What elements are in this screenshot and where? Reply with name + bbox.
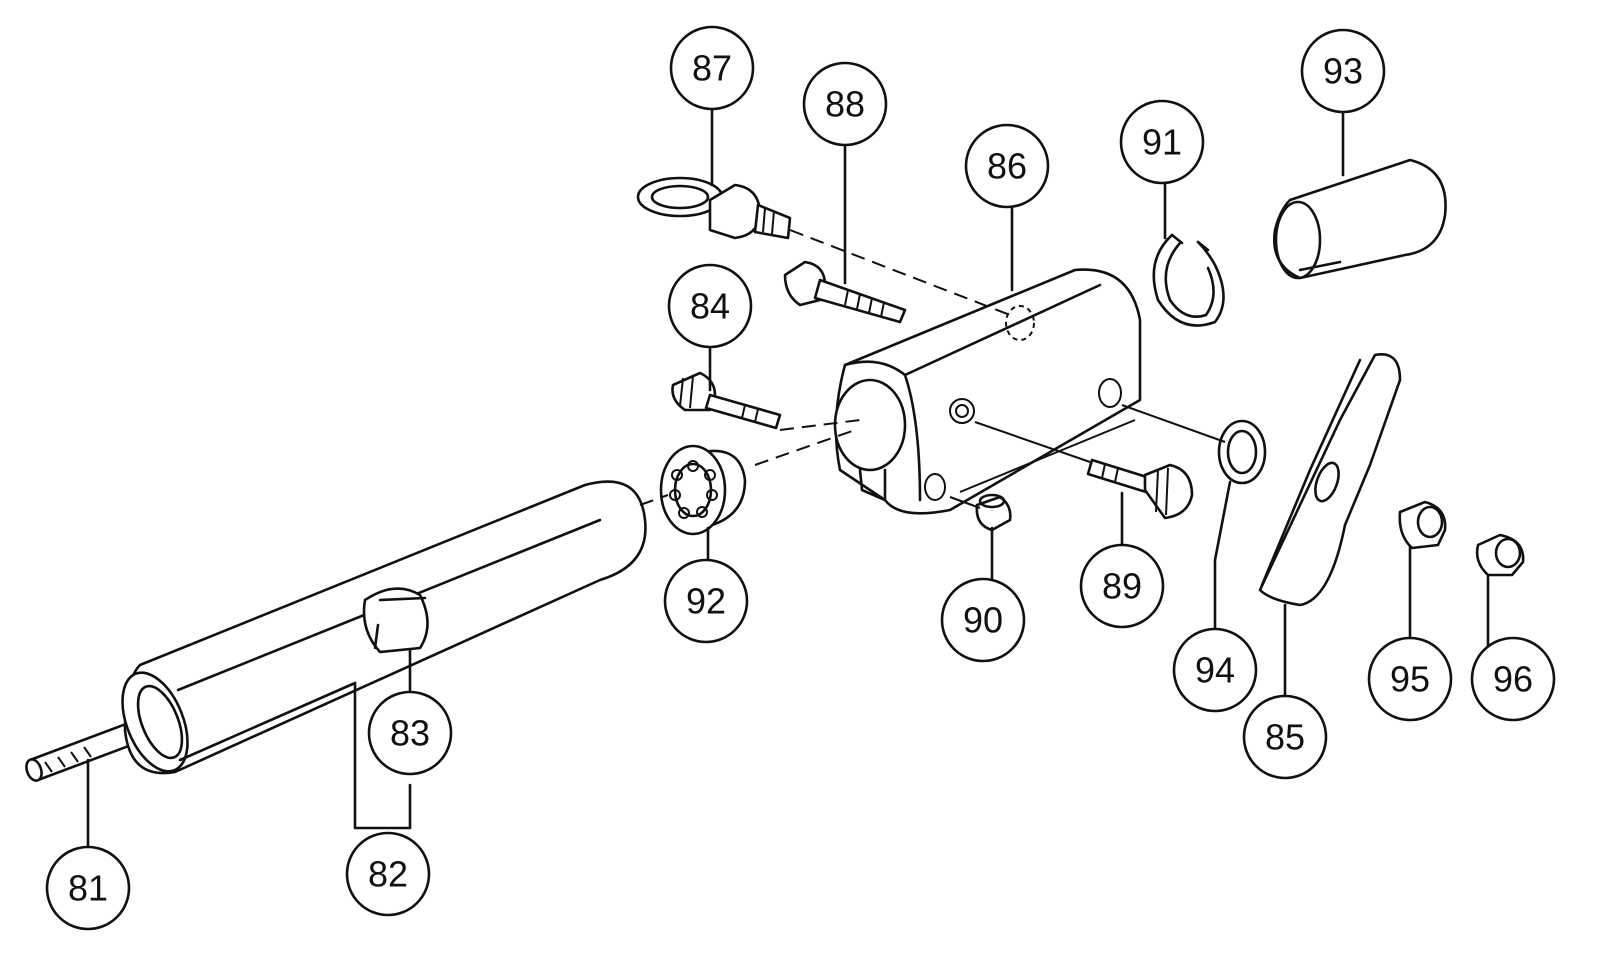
callout-83-label: 83 [390, 713, 430, 754]
callout-86: 86 [964, 123, 1050, 209]
callout-96: 96 [1470, 636, 1556, 722]
callout-81: 81 [45, 845, 131, 931]
callout-89: 89 [1079, 543, 1165, 629]
callout-94: 94 [1172, 627, 1258, 713]
callout-87-label: 87 [692, 48, 732, 89]
callout-89-label: 89 [1102, 566, 1142, 607]
part-90-bushing [975, 493, 1012, 532]
callout-85-label: 85 [1265, 717, 1305, 758]
part-93-sleeve [1272, 158, 1447, 280]
callout-95: 95 [1367, 636, 1453, 722]
callout-93: 93 [1300, 28, 1386, 114]
callout-83: 83 [367, 690, 453, 776]
part-88-bolt [783, 260, 907, 324]
callout-94-label: 94 [1195, 650, 1235, 691]
callout-90-label: 90 [963, 600, 1003, 641]
part-89-screw [1086, 458, 1194, 520]
callout-82-label: 82 [368, 854, 408, 895]
part-95-nut [1398, 500, 1447, 550]
callout-81-label: 81 [68, 868, 108, 909]
callout-84-label: 84 [690, 286, 730, 327]
callout-84: 84 [667, 263, 753, 349]
part-86-housing [833, 268, 1142, 515]
part-83-key [362, 587, 429, 654]
callout-93-label: 93 [1323, 51, 1363, 92]
callout-88: 88 [802, 61, 888, 147]
callout-82: 82 [345, 831, 431, 917]
callout-91: 91 [1119, 99, 1205, 185]
callout-88-label: 88 [825, 84, 865, 125]
part-84-screw [671, 371, 782, 430]
callout-95-label: 95 [1390, 659, 1430, 700]
callout-90: 90 [940, 577, 1026, 663]
assembly-center-lines [639, 229, 1226, 509]
callout-92-label: 92 [686, 581, 726, 622]
part-91-circlip [1152, 233, 1225, 327]
part-85-lever [1258, 353, 1402, 607]
part-96-nut [1475, 533, 1525, 577]
callout-96-label: 96 [1493, 659, 1533, 700]
part-87-plug [636, 176, 792, 240]
callout-92: 92 [663, 558, 749, 644]
callout-86-label: 86 [987, 146, 1027, 187]
part-92-bearing [659, 444, 747, 536]
callout-87: 87 [669, 25, 755, 111]
part-94-washer [1217, 419, 1267, 485]
callout-91-label: 91 [1142, 122, 1182, 163]
callout-85: 85 [1242, 694, 1328, 780]
